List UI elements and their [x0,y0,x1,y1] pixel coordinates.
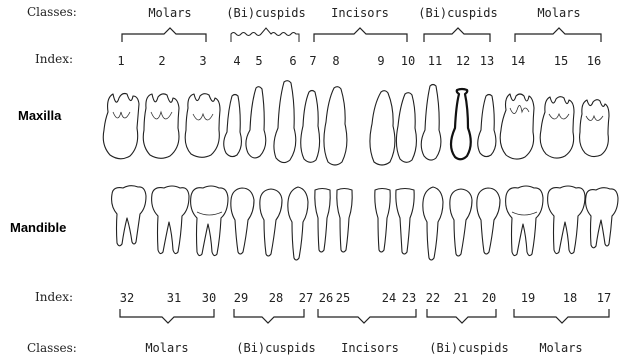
tooth-15 [540,97,574,158]
tooth-5 [246,87,266,158]
bottom-index-20: 20 [482,291,496,305]
bottom-brace-bicuspids-right [427,309,496,323]
bottom-brace-molars-right [514,309,609,323]
bottom-index-29: 29 [234,291,248,305]
bottom-brace-bicuspids-left [234,309,304,323]
tooth-19 [506,186,543,256]
top-index-11: 11 [428,54,442,68]
tooth-25 [337,189,352,253]
maxilla-teeth [103,81,609,165]
tooth-3 [185,94,220,158]
bottom-class-molars-left: Molars [145,341,188,355]
tooth-32 [112,186,146,246]
top-class-bicuspids-right: (Bi)cuspids [418,6,497,20]
tooth-9 [370,91,395,165]
tooth-24 [375,189,390,253]
top-index-14: 14 [511,54,525,68]
index-bottom-label: Index: [35,290,73,304]
top-brace-molars-right [515,28,601,42]
top-index-1: 1 [117,54,124,68]
bottom-index-26: 26 [319,291,333,305]
bottom-index-25: 25 [336,291,350,305]
top-index-6: 6 [289,54,296,68]
bottom-index-28: 28 [269,291,283,305]
bottom-brace-molars-left [120,309,214,323]
tooth-22 [423,187,443,260]
classes-top-label: Classes: [27,5,77,19]
tooth-20 [477,188,500,254]
bottom-index-23: 23 [402,291,416,305]
classes-bottom-label: Classes: [27,341,77,355]
tooth-28 [260,189,282,256]
tooth-31 [152,186,189,254]
top-class-bicuspids-left: (Bi)cuspids [226,6,305,20]
tooth-21 [450,189,472,256]
tooth-8 [324,87,347,165]
top-index-12: 12 [456,54,470,68]
tooth-26 [315,189,330,253]
bottom-index-21: 21 [454,291,468,305]
tooth-29 [231,188,254,254]
tooth-18 [548,186,585,254]
top-index-3: 3 [199,54,206,68]
tooth-4 [224,95,242,157]
top-index-7: 7 [309,54,316,68]
top-brace-incisors [314,28,407,42]
top-index-9: 9 [377,54,384,68]
tooth-12 [451,89,471,159]
bottom-index-19: 19 [521,291,535,305]
top-index-8: 8 [332,54,339,68]
top-index-13: 13 [480,54,494,68]
bottom-brace-incisors [318,309,416,323]
bottom-index-32: 32 [120,291,134,305]
bottom-class-molars-right: Molars [539,341,582,355]
bottom-index-17: 17 [597,291,611,305]
top-index-16: 16 [587,54,601,68]
top-class-molars-right: Molars [537,6,580,20]
tooth-16 [580,100,609,157]
tooth-23 [396,189,414,255]
top-brace-bicuspids-left [231,28,299,42]
tooth-11 [421,85,441,161]
top-index-4: 4 [233,54,240,68]
index-top-label: Index: [35,52,73,66]
top-class-molars-left: Molars [148,6,191,20]
top-index-5: 5 [255,54,262,68]
tooth-30 [191,186,228,256]
top-class-incisors: Incisors [331,6,389,20]
mandible-teeth [112,186,618,260]
top-index-10: 10 [401,54,415,68]
tooth-13 [478,95,496,157]
tooth-6 [274,81,296,163]
bottom-index-18: 18 [563,291,577,305]
top-brace-molars-left [122,28,206,42]
bottom-class-incisors: Incisors [341,341,399,355]
mandible-label: Mandible [10,220,66,235]
top-index-15: 15 [554,54,568,68]
tooth-2 [143,94,179,158]
bottom-index-27: 27 [299,291,313,305]
tooth-10 [396,93,416,163]
bottom-class-bicuspids-left: (Bi)cuspids [236,341,315,355]
tooth-7 [301,91,320,163]
tooth-27 [288,187,308,260]
top-index-2: 2 [158,54,165,68]
tooth-17 [586,188,618,248]
tooth-14 [500,94,534,159]
bottom-index-30: 30 [202,291,216,305]
top-brace-bicuspids-right [424,28,490,42]
bottom-index-22: 22 [426,291,440,305]
bottom-index-24: 24 [382,291,396,305]
bottom-index-31: 31 [167,291,181,305]
bottom-class-bicuspids-right: (Bi)cuspids [429,341,508,355]
maxilla-label: Maxilla [18,108,62,123]
tooth-1 [103,94,139,159]
